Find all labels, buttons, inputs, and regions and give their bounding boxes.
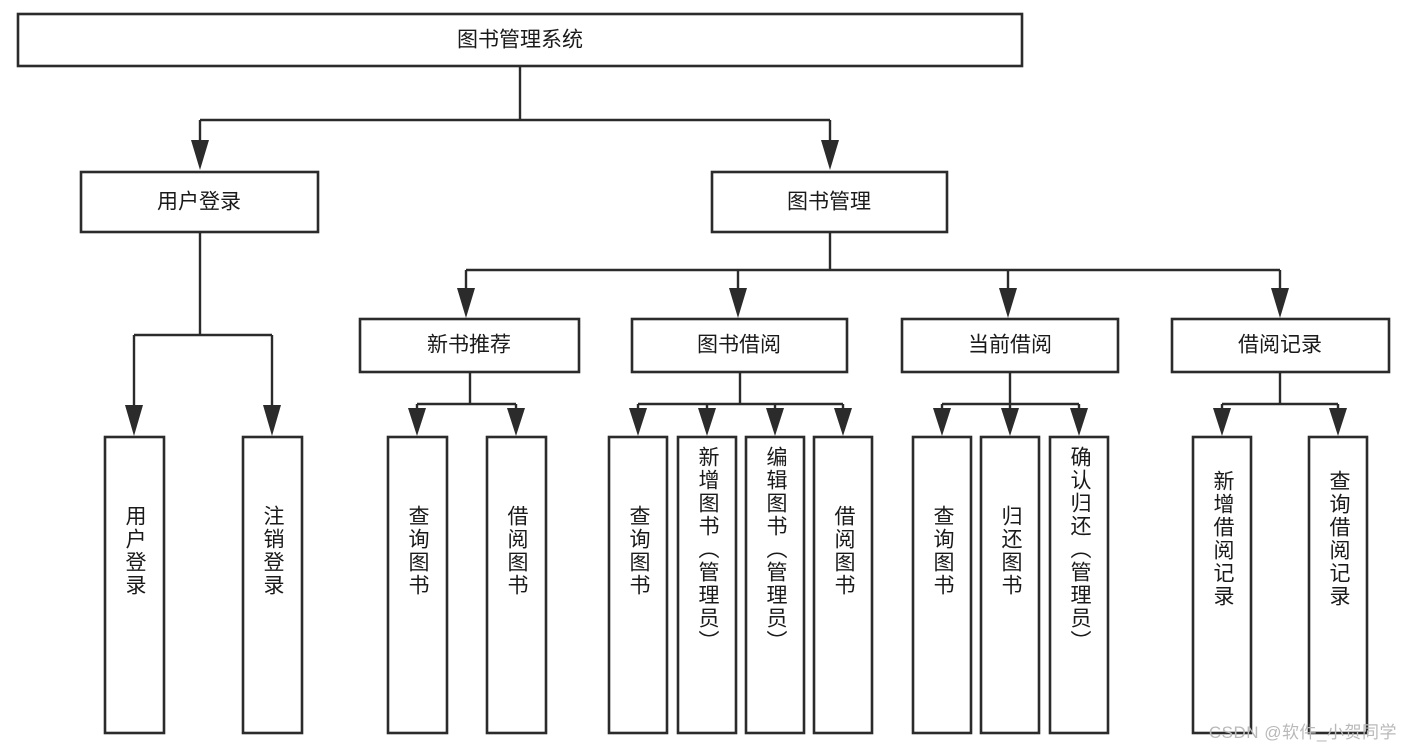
arrow-l3-2-icon bbox=[729, 288, 747, 318]
arrow-user-leaf1-icon bbox=[125, 405, 143, 436]
node-root-box[interactable] bbox=[16, 12, 1024, 68]
node-user-login-label: 用户登录 bbox=[157, 191, 241, 214]
node-book-borrow-box[interactable] bbox=[630, 317, 849, 374]
leaf-box-borrow-record-2[interactable] bbox=[1307, 435, 1369, 735]
arrow-l3-1-icon bbox=[457, 288, 475, 318]
connector-layer bbox=[125, 66, 1347, 436]
arrow-newbook-leaf1-icon bbox=[408, 408, 426, 436]
arrow-l3-3-icon bbox=[999, 288, 1017, 318]
arrow-borrow-leaf2-icon bbox=[698, 408, 716, 436]
arrow-l3-4-icon bbox=[1271, 288, 1289, 318]
leaf-box-book-borrow-4[interactable] bbox=[812, 435, 874, 735]
node-borrow-record-label: 借阅记录 bbox=[1238, 334, 1322, 357]
node-user-login-box[interactable] bbox=[79, 170, 320, 234]
node-book-borrow-label: 图书借阅 bbox=[697, 334, 781, 357]
arrow-root-to-user-icon bbox=[191, 140, 209, 170]
node-root-label: 图书管理系统 bbox=[457, 29, 583, 52]
arrow-current-leaf1-icon bbox=[933, 408, 951, 436]
node-current-borrow-label: 当前借阅 bbox=[968, 334, 1052, 357]
arrow-borrow-leaf3-icon bbox=[766, 408, 784, 436]
leaf-box-book-borrow-1[interactable] bbox=[607, 435, 669, 735]
leaf-box-borrow-record-1[interactable] bbox=[1191, 435, 1253, 735]
node-current-borrow-box[interactable] bbox=[900, 317, 1120, 374]
node-new-book-recommend-label: 新书推荐 bbox=[427, 334, 511, 357]
node-borrow-record[interactable]: 借阅记录 bbox=[1170, 317, 1391, 374]
csdn-watermark: CSDN @软件_小贺同学 bbox=[1208, 723, 1397, 742]
node-book-manage-box[interactable] bbox=[710, 170, 949, 234]
leaf-box-current-borrow-3[interactable] bbox=[1048, 435, 1110, 735]
node-new-book-recommend-box[interactable] bbox=[358, 317, 581, 374]
node-root[interactable]: 图书管理系统 bbox=[16, 12, 1024, 68]
arrow-record-leaf2-icon bbox=[1329, 408, 1347, 436]
arrow-newbook-leaf2-icon bbox=[507, 408, 525, 436]
leaf-box-new-book-2[interactable] bbox=[485, 435, 548, 735]
leaf-box-current-borrow-2[interactable] bbox=[979, 435, 1041, 735]
arrow-record-leaf1-icon bbox=[1213, 408, 1231, 436]
node-current-borrow[interactable]: 当前借阅 bbox=[900, 317, 1120, 374]
node-book-manage-label: 图书管理 bbox=[787, 191, 871, 214]
leaf-box-new-book-1[interactable] bbox=[386, 435, 449, 735]
leaf-box-book-borrow-3[interactable] bbox=[744, 435, 806, 735]
node-book-borrow[interactable]: 图书借阅 bbox=[630, 317, 849, 374]
node-user-login[interactable]: 用户登录 bbox=[79, 170, 320, 234]
node-new-book-recommend[interactable]: 新书推荐 bbox=[358, 317, 581, 374]
leaf-box-user-login-2[interactable] bbox=[241, 435, 304, 735]
arrow-borrow-leaf1-icon bbox=[629, 408, 647, 436]
node-borrow-record-box[interactable] bbox=[1170, 317, 1391, 374]
arrow-root-to-book-icon bbox=[821, 140, 839, 170]
leaf-box-current-borrow-1[interactable] bbox=[911, 435, 973, 735]
leaf-box-book-borrow-2[interactable] bbox=[676, 435, 738, 735]
arrow-borrow-leaf4-icon bbox=[834, 408, 852, 436]
leaf-box-user-login-1[interactable] bbox=[103, 435, 166, 735]
arrow-user-leaf2-icon bbox=[263, 405, 281, 436]
arrow-current-leaf3-icon bbox=[1070, 408, 1088, 436]
arrow-current-leaf2-icon bbox=[1001, 408, 1019, 436]
node-book-manage[interactable]: 图书管理 bbox=[710, 170, 949, 234]
